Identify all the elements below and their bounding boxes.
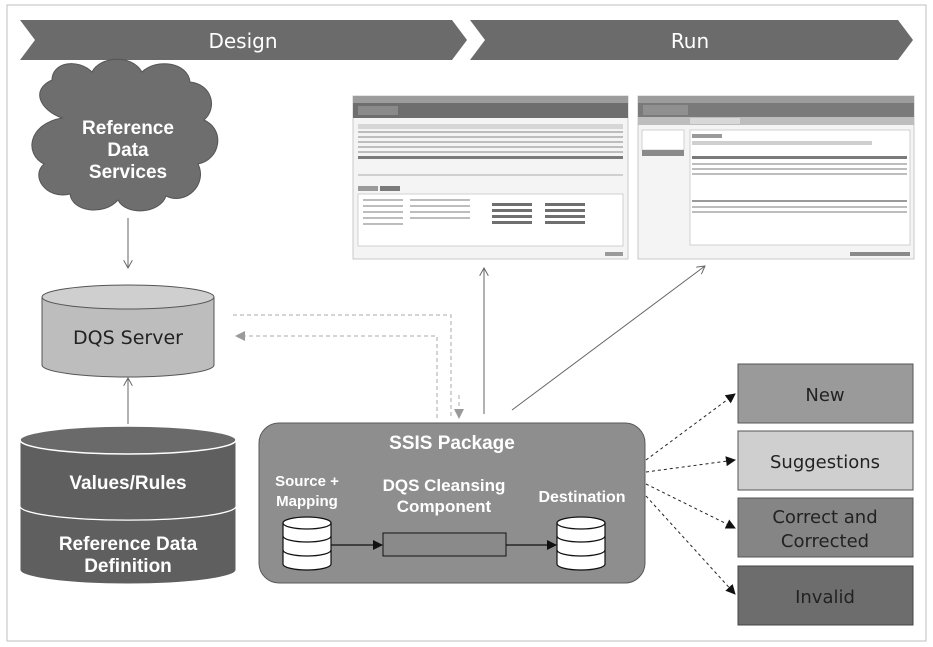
output-arrow-new <box>645 393 736 461</box>
output-correct-line-1: Correct and <box>772 507 877 528</box>
cloud-line-3: Services <box>89 162 167 183</box>
destination-database-icon <box>556 516 606 571</box>
output-box-suggestions <box>737 430 914 491</box>
dqs-server-cylinder <box>41 284 215 378</box>
design-chevron <box>20 20 467 60</box>
source-line-2: Mapping <box>276 493 338 510</box>
run-label: Run <box>671 29 709 53</box>
ssis-to-run-screenshot-arrow <box>511 266 705 411</box>
run-chevron <box>470 20 913 60</box>
output-new-label: New <box>805 385 844 406</box>
dqs-server-label: DQS Server <box>73 327 183 349</box>
reference-data-services-cloud <box>31 58 219 212</box>
reference-data-line-2: Definition <box>84 556 172 577</box>
values-rules-label: Values/Rules <box>69 473 186 494</box>
run-screenshot-thumbnail <box>637 95 915 260</box>
output-box-new <box>737 363 914 424</box>
output-correct-line-2: Corrected <box>781 531 869 552</box>
cleansing-screenshot-thumbnail <box>352 95 629 260</box>
source-database-icon <box>282 516 332 571</box>
reference-data-line-1: Reference Data <box>59 534 198 555</box>
design-label: Design <box>208 29 277 53</box>
source-line-1: Source + <box>275 473 339 490</box>
ssis-to-server-dashed-outer <box>233 314 452 418</box>
output-invalid-label: Invalid <box>795 587 855 608</box>
output-arrow-suggestions <box>645 456 736 473</box>
output-arrow-invalid <box>645 495 736 595</box>
dqs-cleansing-component-box <box>382 532 507 557</box>
output-arrow-correct <box>645 483 736 529</box>
cloud-line-2: Data <box>107 140 149 161</box>
destination-label: Destination <box>538 489 625 506</box>
component-line-2: Component <box>397 497 492 516</box>
output-box-invalid <box>737 565 914 626</box>
output-box-correct <box>737 497 914 558</box>
cloud-line-1: Reference <box>82 118 174 139</box>
ssis-title: SSIS Package <box>389 433 515 454</box>
component-line-1: DQS Cleansing <box>383 476 506 495</box>
values-rules-cylinder <box>19 425 237 521</box>
output-suggestions-label: Suggestions <box>770 452 880 473</box>
